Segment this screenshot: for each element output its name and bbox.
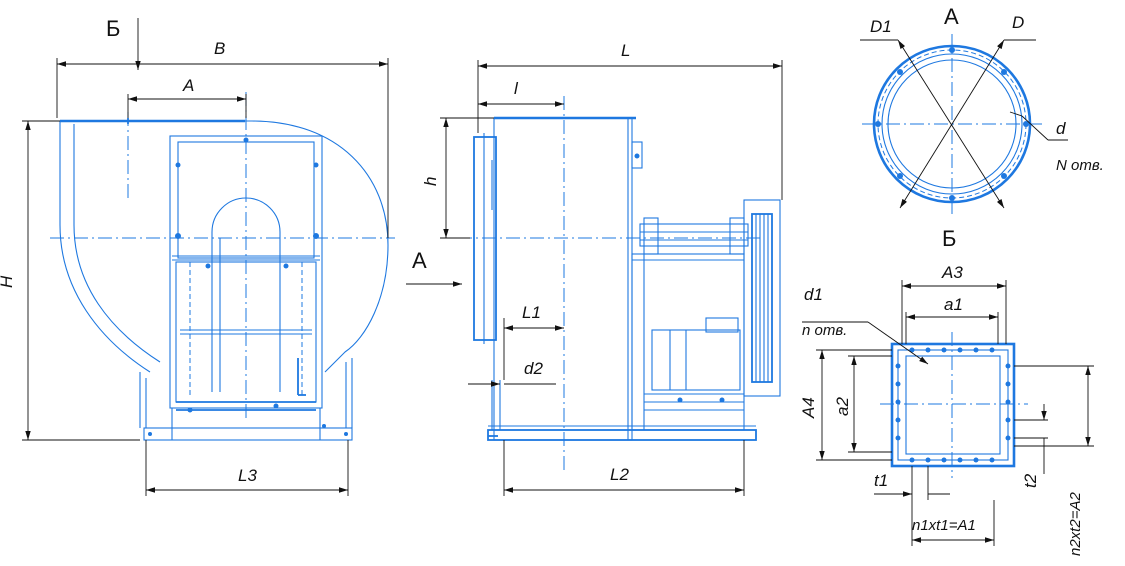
dim-t1: t1 (874, 471, 888, 490)
dim-D: D (1012, 13, 1024, 32)
front-view: B A H L3 Б (0, 16, 395, 496)
dim-n1-eq: n1xt1=A1 (912, 517, 976, 534)
dim-t2: t2 (1021, 473, 1040, 488)
dim-A4: A4 (799, 397, 818, 419)
dim-D1: D1 (870, 17, 892, 36)
view-b-flange: Б A3 (799, 226, 1094, 556)
dim-a1: a1 (944, 295, 963, 314)
side-view: L l h L1 d2 L2 A (406, 41, 783, 496)
dim-n2-eq: n2xt2=A2 (1067, 492, 1084, 556)
dim-L2: L2 (610, 465, 629, 484)
dim-L1: L1 (522, 303, 541, 322)
dim-a2: a2 (833, 397, 852, 416)
dim-d2: d2 (524, 359, 543, 378)
dim-L: L (621, 41, 630, 60)
dim-A3: A3 (941, 263, 963, 282)
dim-h: h (421, 177, 440, 186)
dim-l: l (514, 79, 519, 98)
dim-N-holes: N отв. (1056, 157, 1104, 174)
view-arrow-b-label: Б (106, 16, 120, 41)
dim-d: d (1056, 119, 1066, 138)
view-a-title: A (944, 4, 959, 29)
dim-B: B (214, 39, 225, 58)
dim-H: H (0, 275, 16, 288)
dim-L3: L3 (238, 466, 257, 485)
view-arrow-a-label: A (412, 248, 427, 273)
dim-d1: d1 (804, 285, 823, 304)
view-b-title: Б (942, 226, 956, 251)
dim-A: A (182, 76, 194, 95)
view-a-flange: A D1 D d N отв. (860, 4, 1104, 214)
dim-n-holes: n отв. (802, 322, 847, 339)
